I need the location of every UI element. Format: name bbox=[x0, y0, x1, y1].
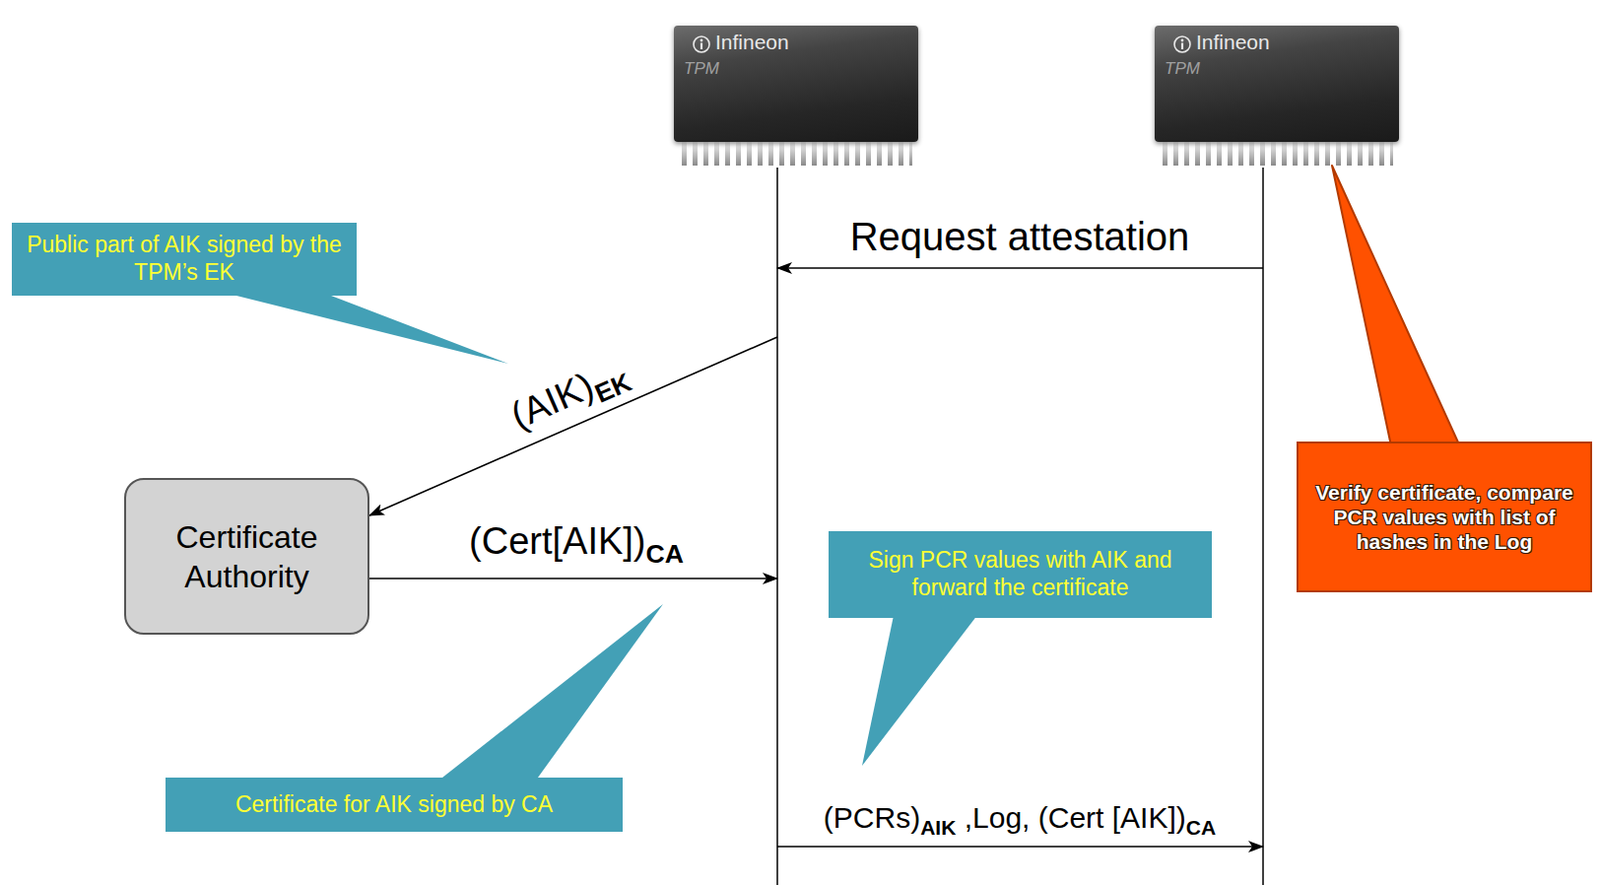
callout-tail bbox=[197, 285, 509, 364]
vendor-logo bbox=[691, 34, 712, 55]
callout-bubble: Public part of AIK signed by the TPM’s E… bbox=[11, 222, 357, 296]
subscript: AIK bbox=[920, 815, 956, 839]
chip-pins bbox=[1160, 141, 1394, 166]
vendor-name: Infineon bbox=[1196, 30, 1270, 55]
callout-bubble: Verify certificate, compare PCR values w… bbox=[1296, 441, 1593, 593]
message-label: (PCRs)AIK ,Log, (Cert [AIK])CA bbox=[820, 800, 1219, 836]
lifeline bbox=[1262, 167, 1265, 885]
chip-label: TPM bbox=[683, 59, 720, 79]
node-text: Public part of AIK signed by the TPM’s E… bbox=[23, 231, 345, 286]
node-text: Certificate Authority bbox=[135, 517, 358, 597]
chip-pins bbox=[679, 141, 913, 166]
vendor-name: Infineon bbox=[715, 30, 790, 55]
tpm-chip: InfineonTPM bbox=[1154, 25, 1400, 142]
subscript: EK bbox=[590, 366, 636, 408]
vendor-logo bbox=[1172, 34, 1193, 55]
message-label: (AIK)EK bbox=[501, 348, 636, 440]
message-arrow bbox=[369, 336, 778, 516]
subscript: CA bbox=[1186, 815, 1216, 839]
node-text: Verify certificate, compare PCR values w… bbox=[1312, 479, 1577, 555]
callout-tail bbox=[428, 603, 664, 789]
callout-tail bbox=[1332, 165, 1465, 456]
chip-label: TPM bbox=[1164, 59, 1200, 79]
subscript: CA bbox=[646, 538, 684, 569]
message-arrow bbox=[777, 266, 1264, 269]
message-arrow bbox=[369, 577, 778, 580]
message-arrow bbox=[777, 845, 1264, 848]
callout-tail bbox=[862, 605, 985, 766]
message-label: Request attestation bbox=[847, 213, 1194, 260]
lifeline bbox=[776, 167, 779, 885]
callout-bubble: Certificate for AIK signed by CA bbox=[165, 777, 623, 832]
message-label: (Cert[AIK])CA bbox=[466, 520, 687, 564]
node-text: Sign PCR values with AIK and forward the… bbox=[840, 546, 1200, 601]
tpm-chip: InfineonTPM bbox=[673, 25, 919, 142]
process-box: Certificate Authority bbox=[124, 477, 370, 635]
callout-bubble: Sign PCR values with AIK and forward the… bbox=[828, 531, 1212, 618]
node-text: Certificate for AIK signed by CA bbox=[235, 791, 553, 819]
